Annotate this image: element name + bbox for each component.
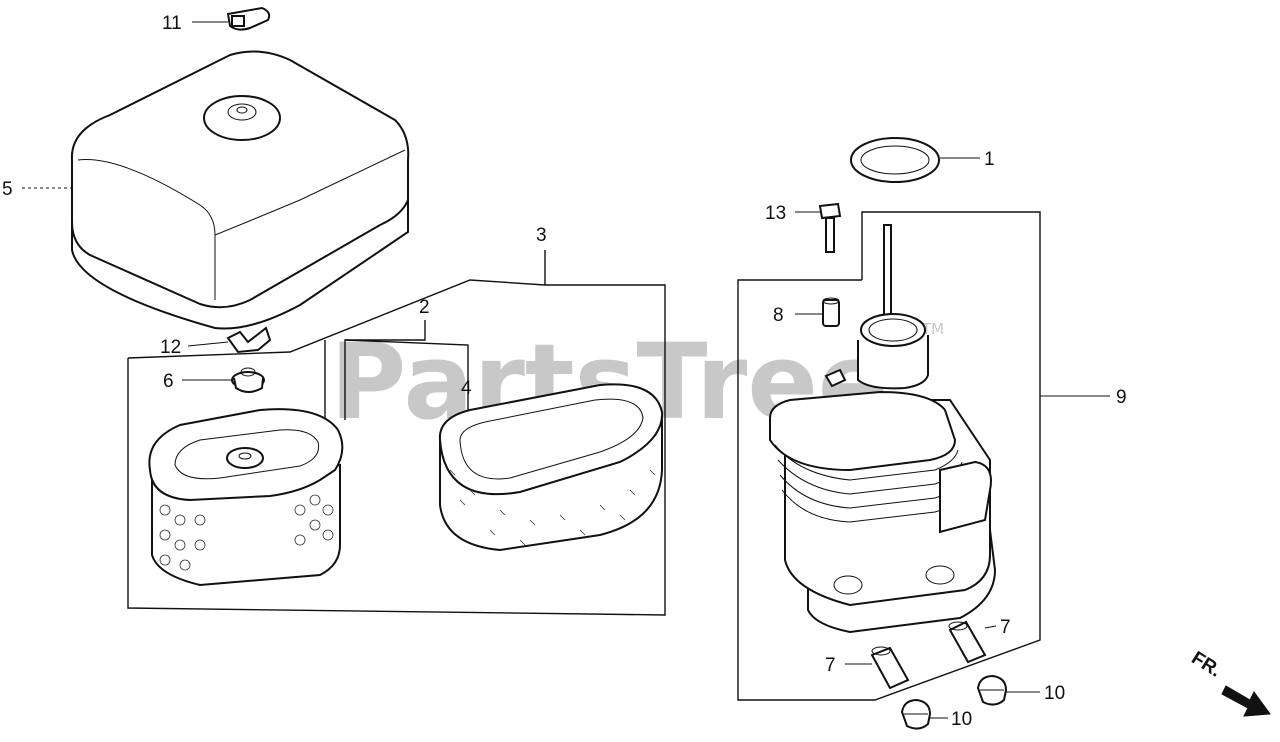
assembly-bracket-9 bbox=[737, 211, 1041, 701]
callout-8: 8 bbox=[773, 305, 784, 326]
watermark-trademark: TM bbox=[921, 320, 944, 338]
leader-lines bbox=[22, 21, 1110, 719]
callout-2: 2 bbox=[419, 297, 430, 318]
tube-part-upper bbox=[948, 620, 987, 664]
front-direction-indicator: FR. bbox=[1188, 648, 1271, 717]
callout-7-lower: 7 bbox=[825, 655, 836, 676]
callout-5: 5 bbox=[2, 179, 13, 200]
air-cleaner-cover-part bbox=[70, 50, 410, 330]
tube-part-lower bbox=[870, 646, 910, 690]
callout-6: 6 bbox=[163, 371, 174, 392]
arrow-icon bbox=[1221, 685, 1271, 717]
front-direction-label: FR. bbox=[1188, 648, 1225, 682]
filter-element-part bbox=[148, 408, 344, 587]
clip-part bbox=[226, 6, 271, 31]
callout-10-upper: 10 bbox=[1044, 683, 1065, 704]
wing-nut-part bbox=[226, 326, 272, 354]
cap-nut-part-upper bbox=[976, 674, 1008, 706]
cap-nut-part-lower bbox=[900, 698, 932, 730]
assembly-bracket-3 bbox=[127, 250, 666, 616]
air-cleaner-case-part bbox=[769, 224, 997, 634]
bolt-part bbox=[818, 202, 842, 253]
callout-4: 4 bbox=[461, 378, 472, 399]
callout-3: 3 bbox=[536, 225, 547, 246]
gasket-part bbox=[850, 137, 940, 183]
callout-12: 12 bbox=[160, 337, 181, 358]
callout-9: 9 bbox=[1116, 387, 1127, 408]
callout-13: 13 bbox=[765, 203, 786, 224]
callout-7-upper: 7 bbox=[1000, 617, 1011, 638]
callout-1: 1 bbox=[984, 149, 995, 170]
collar-part bbox=[822, 297, 840, 327]
foam-element-part bbox=[438, 383, 664, 552]
callout-11: 11 bbox=[162, 13, 182, 34]
callout-10-lower: 10 bbox=[951, 709, 972, 730]
grommet-part bbox=[231, 367, 265, 393]
